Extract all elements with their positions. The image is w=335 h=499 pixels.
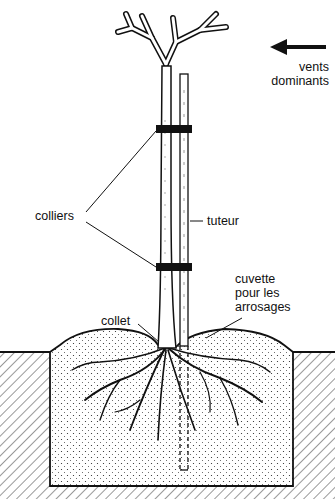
trunk <box>158 66 176 348</box>
basin-label: cuvette pour les arrosages <box>234 272 300 314</box>
collar-label: colliers <box>34 209 75 223</box>
roots <box>72 348 270 440</box>
branches <box>118 14 226 64</box>
wind-arrow <box>270 39 326 55</box>
collar <box>156 125 192 133</box>
root-collar-label: collet <box>100 314 131 328</box>
soil <box>50 329 293 486</box>
leader-lines <box>86 131 242 342</box>
stake-label: tuteur <box>206 214 240 228</box>
planting-pit <box>50 329 293 486</box>
stake <box>180 74 188 470</box>
collar <box>156 263 192 271</box>
wind-label: vents dominants <box>258 60 330 88</box>
